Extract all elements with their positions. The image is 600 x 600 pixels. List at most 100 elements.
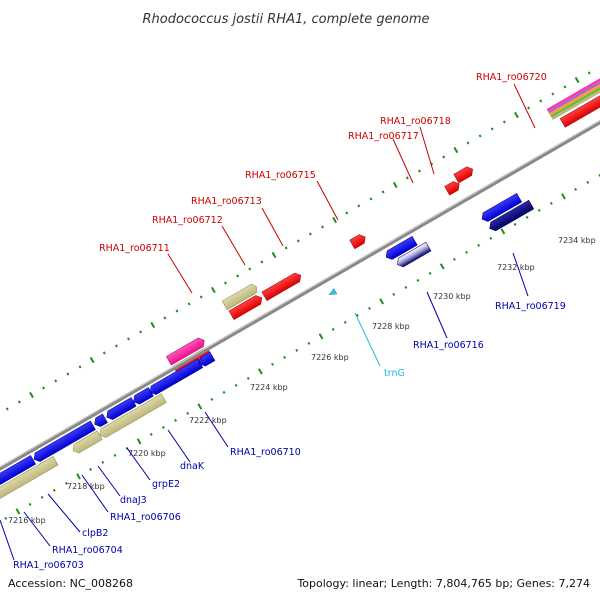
feature-navy-1[interactable]: [487, 199, 535, 233]
topology-label: Topology: linear; Length: 7,804,765 bp; …: [296, 577, 590, 590]
gene-label-lower[interactable]: RHA1_ro06710: [230, 447, 301, 458]
leader-line: [97, 465, 121, 497]
feature-blue-9[interactable]: [479, 193, 523, 223]
feature-blue-5[interactable]: [131, 387, 154, 407]
lower-minor-tick: [404, 285, 408, 289]
tick-label: 7218 kbp: [67, 482, 105, 491]
leader-line: [426, 291, 448, 339]
upper-minor-tick: [466, 141, 470, 145]
lower-minor-tick: [525, 215, 529, 219]
lower-major-tick: [500, 228, 506, 235]
upper-minor-tick: [357, 204, 361, 208]
feature-red-6[interactable]: [453, 165, 475, 184]
feature-red-5[interactable]: [444, 179, 462, 196]
upper-minor-tick: [17, 400, 21, 404]
gene-label-upper[interactable]: RHA1_ro06720: [476, 72, 547, 83]
upper-major-tick: [392, 181, 398, 189]
gene-label-upper[interactable]: RHA1_ro06712: [152, 215, 223, 226]
lower-minor-tick: [186, 411, 190, 415]
lower-minor-tick: [331, 327, 335, 331]
gene-label-rna[interactable]: trnG: [384, 368, 405, 379]
feature-navy-white-1[interactable]: [395, 241, 432, 269]
lower-minor-tick: [477, 243, 481, 247]
lower-major-tick: [439, 263, 445, 270]
lower-minor-tick: [307, 341, 311, 345]
lower-tick-row: [4, 173, 600, 520]
feature-blue-2[interactable]: [32, 420, 96, 464]
lower-minor-tick: [149, 432, 153, 436]
feature-pink-upper-1[interactable]: [165, 336, 207, 366]
feature-blue-3[interactable]: [92, 413, 108, 429]
gene-label-lower[interactable]: RHA1_ro06716: [413, 340, 484, 351]
leader-line: [0, 519, 15, 561]
leader-line: [167, 253, 193, 294]
upper-minor-tick: [527, 106, 531, 110]
lower-minor-tick: [428, 271, 432, 275]
upper-minor-tick: [478, 134, 482, 138]
gene-label-upper[interactable]: RHA1_ro06717: [348, 131, 419, 142]
feature-blue-6[interactable]: [148, 358, 204, 397]
upper-minor-tick: [284, 246, 288, 250]
upper-minor-tick: [187, 302, 191, 306]
gene-label-lower[interactable]: RHA1_ro06703: [13, 560, 84, 571]
gene-label-lower[interactable]: RHA1_ro06704: [52, 545, 123, 556]
feature-olive-lower-3[interactable]: [97, 393, 167, 440]
feature-red-3[interactable]: [261, 271, 303, 301]
feature-red-7[interactable]: [559, 88, 600, 128]
gene-label-upper[interactable]: RHA1_ro06713: [191, 196, 262, 207]
leader-line: [419, 126, 435, 175]
lower-major-tick: [76, 473, 81, 480]
gene-label-upper[interactable]: RHA1_ro06711: [99, 243, 170, 254]
upper-major-tick: [211, 286, 216, 294]
lower-minor-tick: [392, 292, 396, 296]
lower-gene-labels: RHA1_ro06703 RHA1_ro06704 clpB2 RHA1_ro0…: [0, 252, 566, 571]
feature-trnG-arrow[interactable]: [328, 288, 338, 298]
feature-blue-1[interactable]: [0, 455, 37, 499]
gene-label-lower[interactable]: clpB2: [82, 528, 108, 539]
accession-label: Accession: NC_008268: [8, 577, 133, 590]
upper-minor-tick: [163, 316, 167, 320]
lower-major-tick: [561, 193, 566, 200]
leader-line: [392, 138, 414, 184]
upper-minor-tick: [114, 344, 118, 348]
upper-minor-tick: [5, 407, 9, 411]
lower-minor-tick: [513, 222, 517, 226]
lower-minor-tick: [416, 278, 420, 282]
gene-label-lower[interactable]: RHA1_ro06719: [495, 301, 566, 312]
gene-label-upper[interactable]: RHA1_ro06715: [245, 170, 316, 181]
feature-olive-lower-2[interactable]: [70, 430, 103, 455]
feature-red-2[interactable]: [228, 293, 264, 320]
upper-minor-tick: [236, 274, 240, 278]
feature-blue-8[interactable]: [384, 236, 418, 261]
lower-minor-tick: [489, 236, 493, 240]
upper-minor-tick: [102, 351, 106, 355]
upper-major-tick: [514, 111, 519, 119]
upper-minor-tick: [405, 176, 409, 180]
tick-label: 7216 kbp: [8, 516, 46, 525]
gene-label-lower[interactable]: dnaJ3: [120, 495, 147, 506]
gene-label-lower[interactable]: grpE2: [152, 479, 180, 490]
feature-red-4[interactable]: [349, 233, 368, 250]
feature-blue-4[interactable]: [104, 397, 137, 422]
leader-line: [126, 447, 151, 481]
feature-blue-7[interactable]: [197, 351, 216, 368]
tick-label: 7222 kbp: [189, 416, 227, 425]
lower-minor-tick: [343, 320, 347, 324]
lower-minor-tick: [246, 376, 250, 380]
gene-label-lower[interactable]: dnaK: [180, 461, 205, 472]
lower-minor-tick: [222, 390, 226, 394]
feature-olive-upper-1[interactable]: [221, 283, 259, 311]
upper-minor-tick: [260, 260, 264, 264]
rna-gene-labels: trnG: [354, 312, 405, 379]
feature-olive-lower-1[interactable]: [0, 456, 59, 508]
gene-label-upper[interactable]: RHA1_ro06718: [380, 116, 451, 127]
upper-minor-tick: [369, 197, 373, 201]
upper-gene-labels: RHA1_ro06711 RHA1_ro06712 RHA1_ro06713 R…: [99, 72, 547, 294]
feature-multicolor-stack[interactable]: [546, 74, 600, 120]
lower-minor-tick: [271, 362, 274, 366]
lower-features: [0, 193, 535, 508]
tick-label: 7220 kbp: [128, 449, 166, 458]
upper-tick-row: [5, 64, 600, 411]
gene-label-lower[interactable]: RHA1_ro06706: [110, 512, 181, 523]
upper-major-tick: [150, 321, 156, 329]
